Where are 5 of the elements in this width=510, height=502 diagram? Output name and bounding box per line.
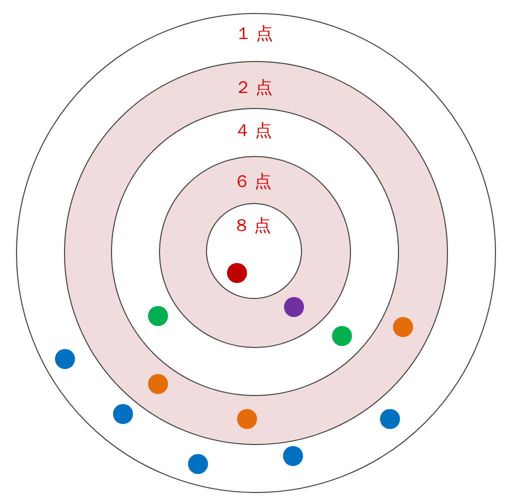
score-label: ４点 [234,121,276,141]
score-label: １点 [235,24,277,44]
score-label: ８点 [233,216,275,236]
score-label: ２点 [234,78,276,98]
score-label: ６点 [234,172,276,192]
